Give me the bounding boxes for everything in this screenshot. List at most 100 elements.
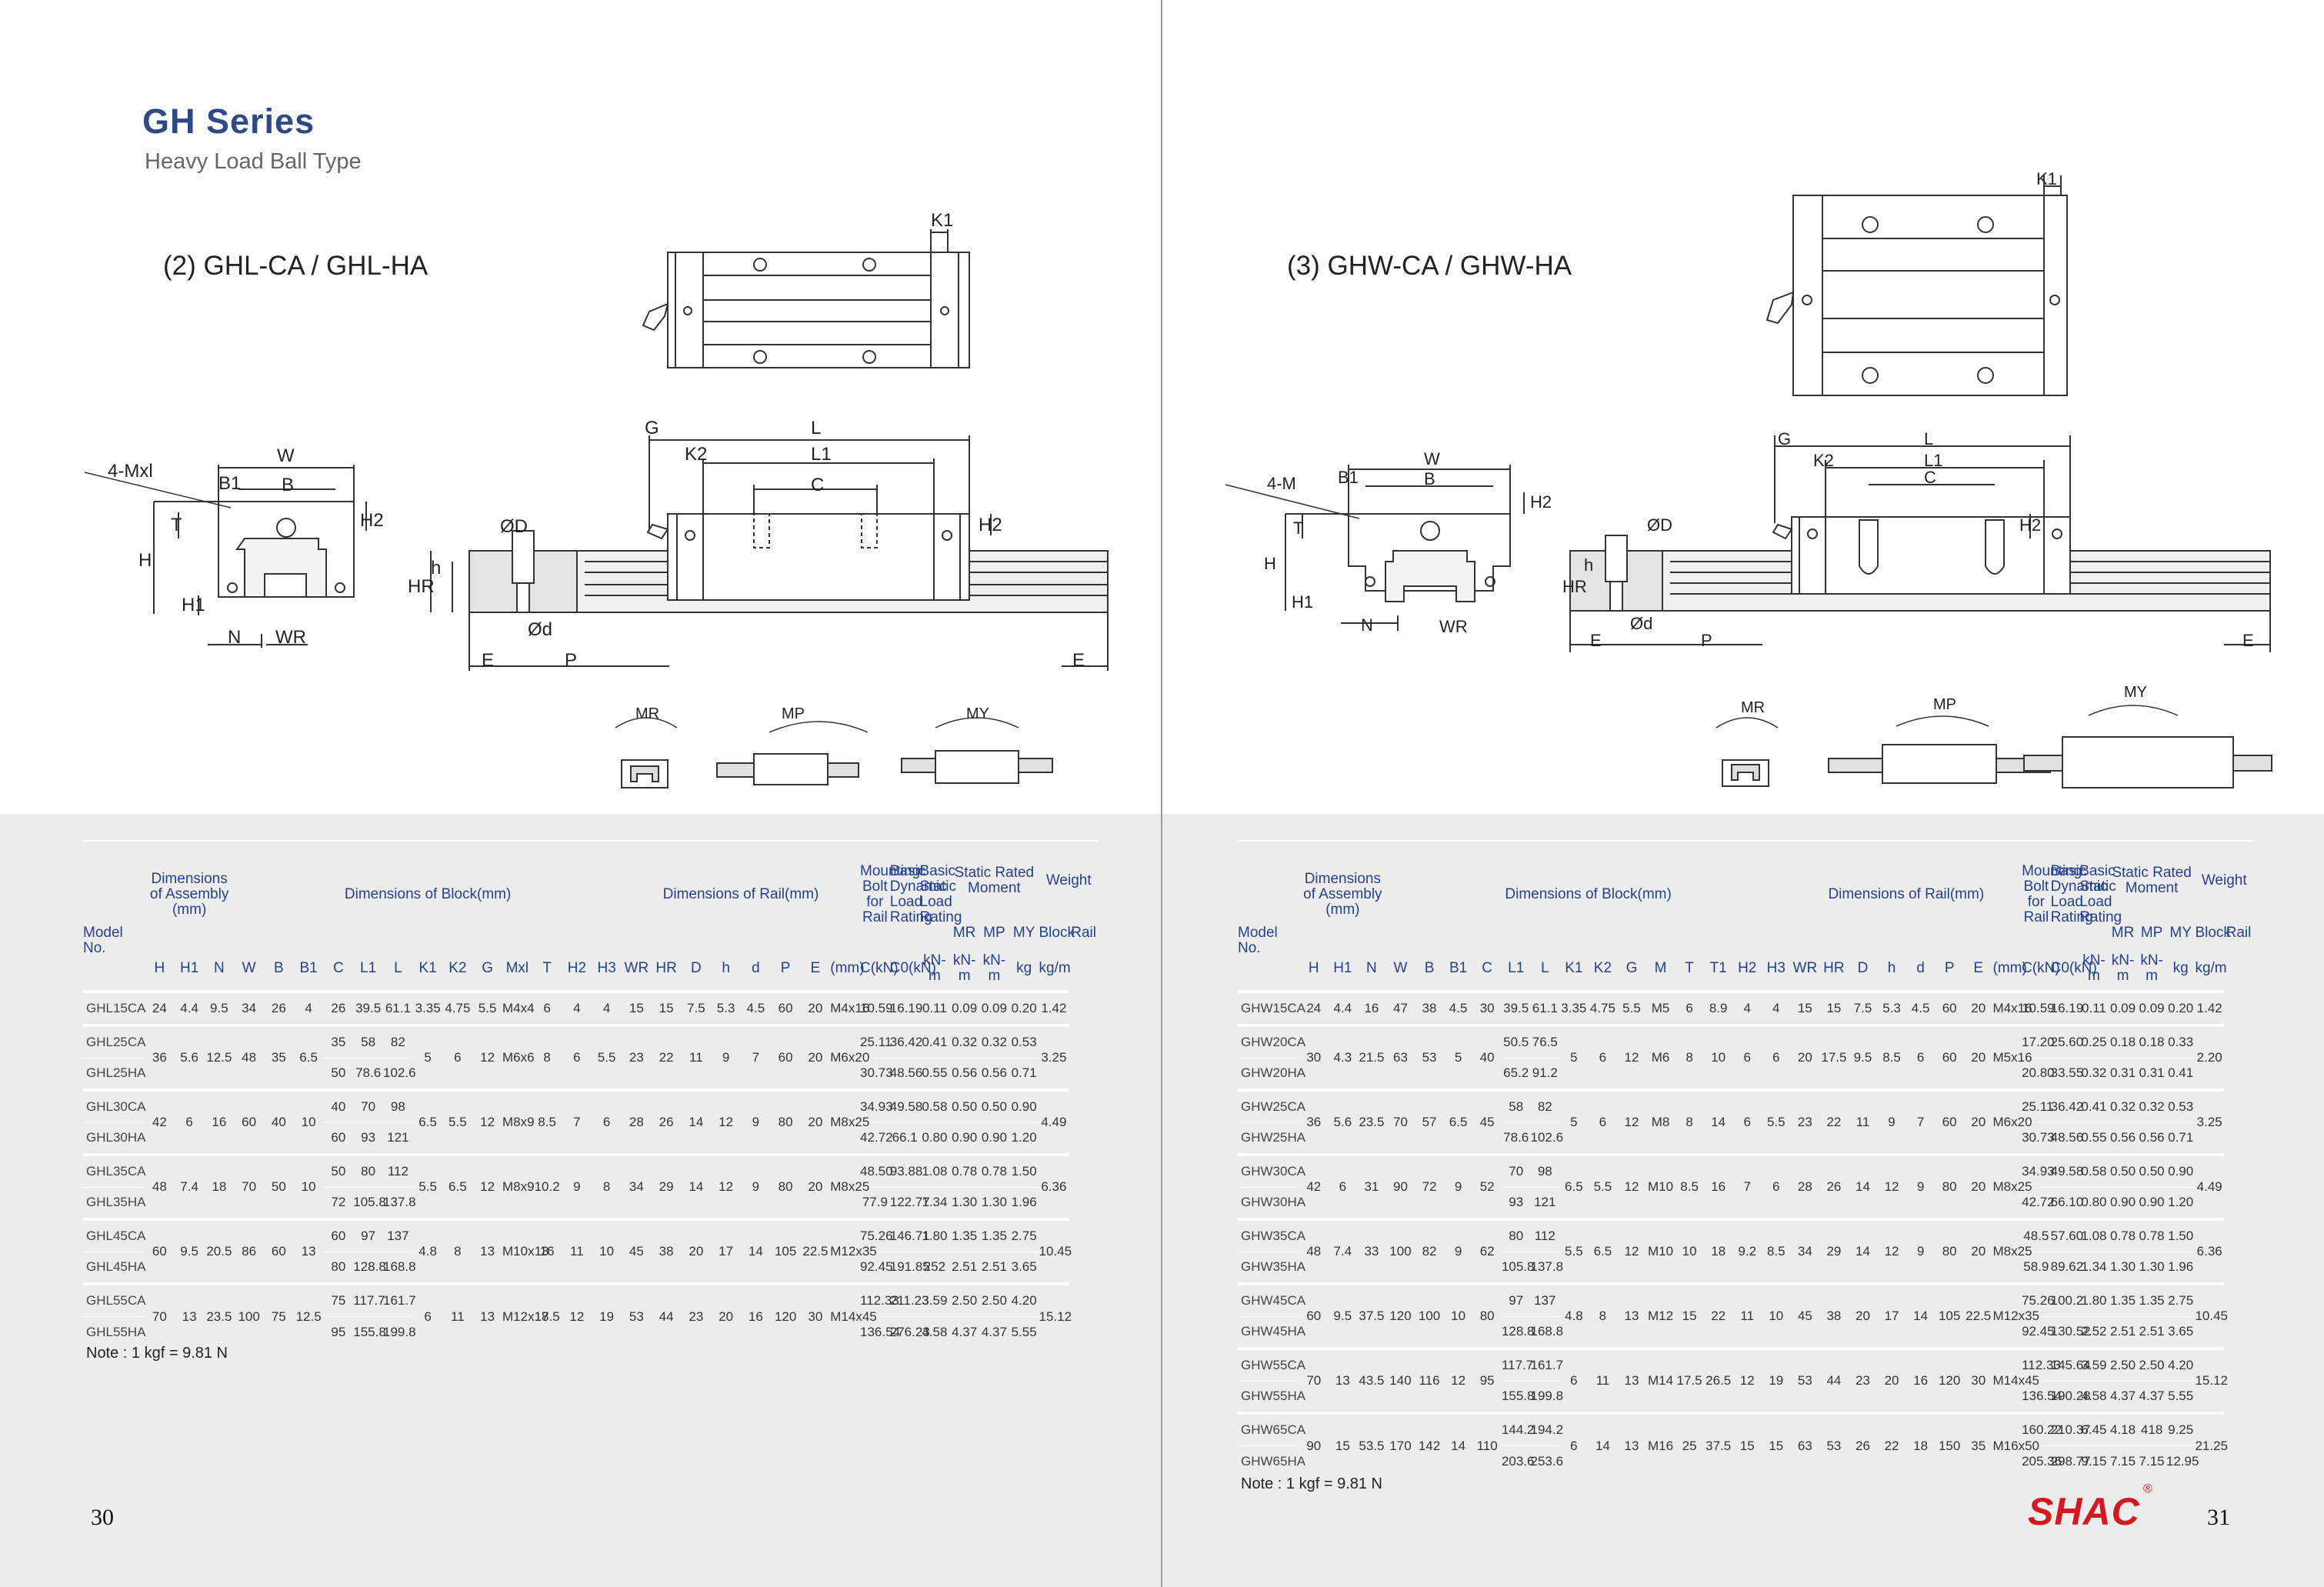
cell-block-weight: 0.20 — [2166, 990, 2196, 1025]
header-sub: kN-m — [2079, 947, 2109, 993]
cell-assembly: 43.5 — [1357, 1347, 1386, 1413]
cell-mr: 1.34 — [2079, 1251, 2109, 1284]
header-sub: Mxl — [502, 947, 532, 993]
cell-dim: 15 — [1675, 1282, 1704, 1349]
ghw-drawing: K1 G L K2 L1 C H2 ØD h HR Ød E P E W 4-M… — [1225, 169, 2272, 788]
label-e: E — [482, 650, 494, 671]
cell-assembly: 12 — [1443, 1347, 1473, 1413]
cell-mp: 0.09 — [2108, 990, 2138, 1025]
cell-block-weight: 0.41 — [2166, 1057, 2196, 1090]
cell-block-weight: 5.55 — [2166, 1380, 2196, 1413]
cell-dim: 9 — [711, 1024, 741, 1090]
header-dynamic-load: Basic Dynamic Load Rating — [889, 840, 947, 947]
cell-dim: 14 — [1906, 1282, 1936, 1349]
cell-dim: 5.3 — [711, 990, 741, 1025]
cell-dim: 12 — [472, 1089, 502, 1155]
cell-dim: 9 — [1906, 1218, 1936, 1284]
cell-dim: 15 — [651, 990, 682, 1025]
cell-dim: 17 — [711, 1218, 741, 1284]
cell-dim: 16 — [532, 1218, 562, 1284]
cell-static: 191.85 — [889, 1251, 930, 1284]
cell-mr: 1.08 — [919, 1153, 950, 1187]
header-static-moment: Static Rated Moment — [2108, 840, 2196, 919]
label-h-rail: h — [1584, 555, 1593, 575]
cell-dim: 5.5 — [592, 1024, 622, 1090]
cell-l: 194.2 — [1530, 1412, 1563, 1445]
cell-mp: 1.35 — [949, 1218, 979, 1252]
cell-dim: 23 — [681, 1282, 712, 1349]
cell-l: 199.8 — [383, 1315, 416, 1349]
cell-assembly: 60 — [1299, 1282, 1329, 1349]
cell-assembly: 33 — [1357, 1218, 1386, 1284]
cell-dim: 22 — [1877, 1412, 1906, 1478]
header-sub: H3 — [592, 947, 622, 993]
cell-dim: M8x25 — [1992, 1153, 2032, 1219]
cell-my: 1.35 — [2137, 1282, 2166, 1316]
cell-dim: 80 — [770, 1089, 801, 1155]
header-sub: h — [1877, 947, 1906, 993]
cell-assembly: 75 — [264, 1282, 294, 1349]
cell-static: 298.77 — [2050, 1445, 2091, 1478]
cell-mp: 7.15 — [2108, 1445, 2138, 1478]
cell-block-weight: 0.71 — [1009, 1057, 1039, 1090]
cell-dim: 10 — [1703, 1024, 1733, 1090]
cell-l1: 144.2 — [1501, 1412, 1534, 1445]
header-sub: H2 — [562, 947, 592, 993]
cell-dynamic: 58.9 — [2022, 1251, 2051, 1284]
header-sub: G — [1617, 947, 1646, 993]
label-hr: HR — [1562, 577, 1587, 596]
cell-dim: 53 — [1819, 1412, 1849, 1478]
cell-dim: 25 — [1675, 1412, 1704, 1478]
cell-mp: 0.78 — [949, 1153, 979, 1187]
cell-dim: 60 — [1935, 1024, 1964, 1090]
cell-dim: 13 — [472, 1282, 502, 1349]
cell-c: 50 — [323, 1153, 354, 1187]
cell-static: 130.52 — [2050, 1315, 2091, 1349]
cell-mr: 4.58 — [2079, 1380, 2109, 1413]
cell-dim: M4x4 — [502, 990, 535, 1025]
cell-dim: 8 — [532, 1024, 562, 1090]
cell-assembly: 37.5 — [1357, 1282, 1386, 1349]
cell-assembly: 95 — [1472, 1347, 1502, 1413]
cell-my: 0.32 — [2137, 1089, 2166, 1122]
cell-mp: 2.50 — [949, 1282, 979, 1316]
cell-model: GHW35HA — [1238, 1251, 1305, 1284]
cell-dim: 20 — [1877, 1347, 1906, 1413]
cell-static: 48.56 — [2050, 1122, 2083, 1155]
label-h1: H1 — [1292, 592, 1313, 612]
cell-dim: 105 — [1935, 1282, 1964, 1349]
cell-dim: 17 — [1877, 1282, 1906, 1349]
cell-dim: 34 — [622, 1153, 652, 1219]
cell-mp: 0.32 — [2108, 1089, 2138, 1122]
cell-dim: 18 — [1906, 1412, 1936, 1478]
label-l: L — [811, 418, 821, 438]
cell-mp: 0.50 — [2108, 1153, 2138, 1187]
cell-l: 82 — [383, 1024, 413, 1058]
cell-l: 102.6 — [1530, 1122, 1563, 1155]
cell-assembly: 42 — [1299, 1153, 1329, 1219]
cell-assembly: 62 — [1472, 1218, 1502, 1284]
cell-block-weight: 12.95 — [2166, 1445, 2199, 1478]
cell-dim: 12 — [711, 1153, 741, 1219]
label-e2: E — [1072, 650, 1085, 671]
cell-l: 161.7 — [1530, 1347, 1563, 1381]
cell-dim: 4.8 — [1559, 1282, 1589, 1349]
cell-mp: 0.56 — [949, 1057, 979, 1090]
label-od: ØD — [500, 516, 528, 537]
header-sub: E — [1963, 947, 1993, 993]
cell-dim: M10 — [1645, 1218, 1675, 1284]
cell-assembly: 6.5 — [1443, 1089, 1473, 1155]
cell-my: 0.50 — [2137, 1153, 2166, 1187]
cell-assembly: 20.5 — [204, 1218, 235, 1284]
cell-dim: M12 — [1645, 1282, 1675, 1349]
cell-dim: 16 — [741, 1282, 771, 1349]
cell-mr: 1.80 — [2079, 1282, 2109, 1316]
cell-my: 418 — [2137, 1412, 2166, 1445]
header-sub: L1 — [353, 947, 383, 993]
cell-mr: 1.80 — [919, 1218, 950, 1252]
header-row: Model No.Dimensions of Assembly (mm)Dime… — [1238, 840, 2253, 992]
